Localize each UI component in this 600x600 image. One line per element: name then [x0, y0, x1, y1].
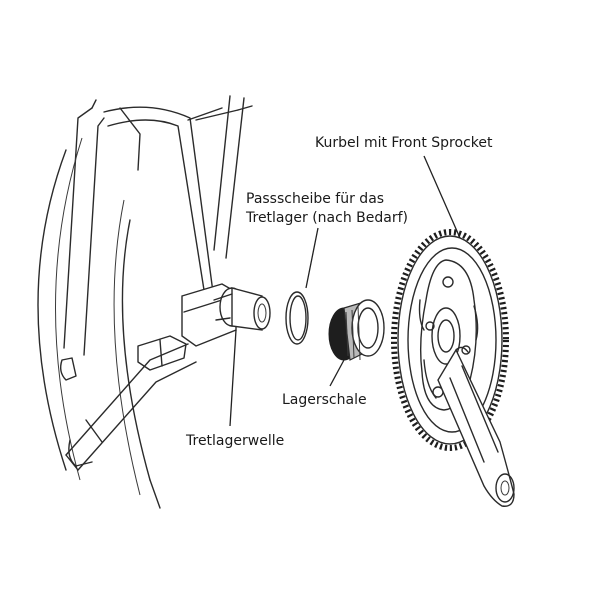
bicycle-frame: [37, 95, 271, 509]
label-tretlagerwelle-text: Tretlagerwelle: [186, 433, 285, 449]
label-kurbel-mit-front-sprocket: Kurbel mit Front Sprocket: [315, 134, 492, 153]
label-passscheibe-line1: Passscheibe für das: [246, 191, 385, 207]
leader-passscheibe: [305, 227, 319, 289]
label-kurbel-text: Kurbel mit Front Sprocket: [315, 135, 493, 151]
label-lagerschale: Lagerschale: [282, 391, 367, 410]
label-passscheibe: Passscheibe für das Tretlager (nach Beda…: [246, 190, 408, 228]
bearing-cup: [328, 299, 385, 361]
label-tretlagerwelle: Tretlagerwelle: [186, 432, 284, 451]
leader-kurbel: [423, 155, 461, 239]
crank-with-chainring: [391, 229, 515, 507]
label-passscheibe-line2: Tretlager (nach Bedarf): [246, 210, 408, 226]
label-lagerschale-text: Lagerschale: [282, 392, 367, 408]
leader-lagerschale: [329, 359, 345, 387]
shim-ring: [285, 291, 309, 345]
leader-tretlagerwelle: [229, 329, 237, 427]
